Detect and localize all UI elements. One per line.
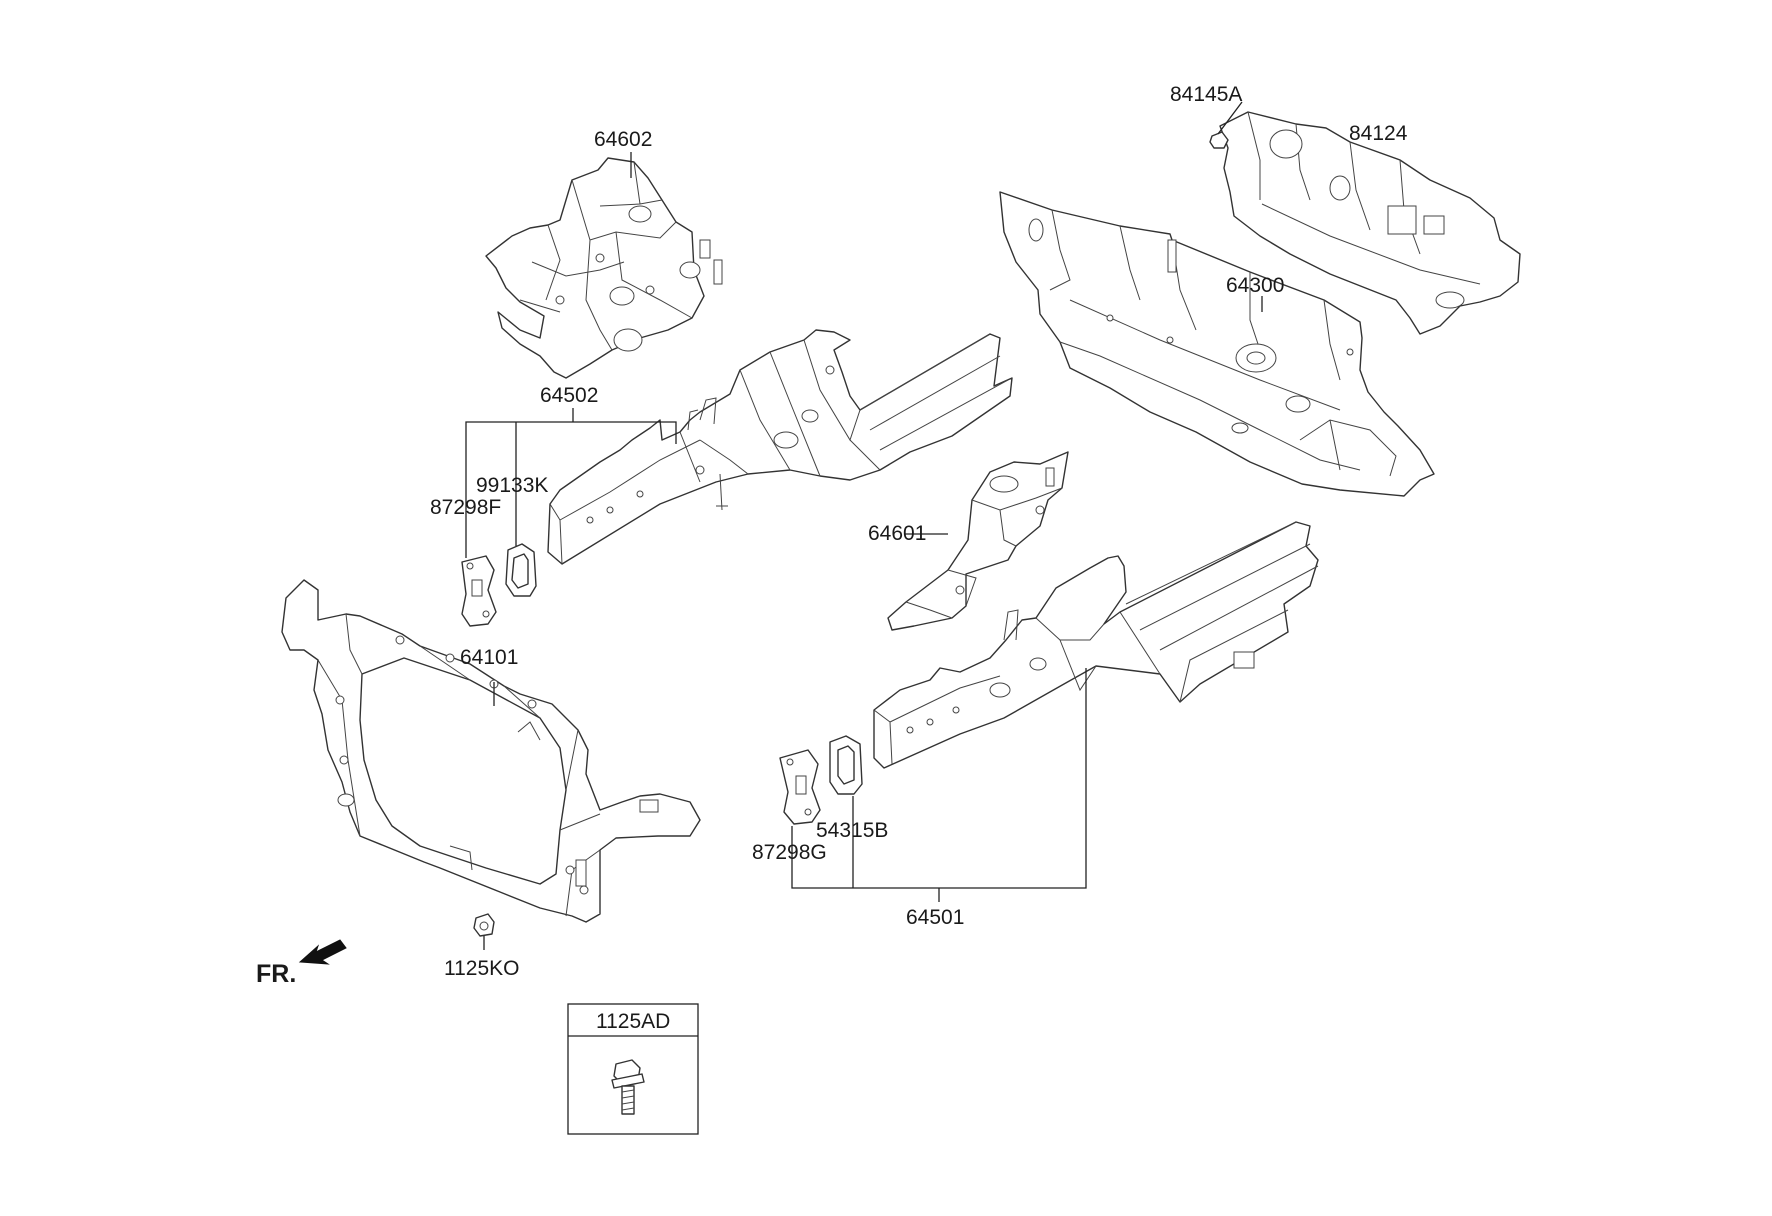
label-1125KO: 1125KO bbox=[444, 957, 520, 980]
label-64602: 64602 bbox=[594, 128, 652, 151]
label-64101: 64101 bbox=[460, 646, 518, 669]
label-64502: 64502 bbox=[540, 384, 598, 407]
label-87298F: 87298F bbox=[430, 496, 501, 519]
label-54315B: 54315B bbox=[816, 819, 888, 842]
front-direction-arrow-icon bbox=[298, 939, 347, 965]
part-64601-drawing bbox=[887, 451, 1069, 631]
direction-label-fr: FR. bbox=[256, 960, 296, 988]
leader-lines bbox=[465, 101, 1263, 950]
part-64300-drawing bbox=[999, 191, 1435, 497]
bolt-icon bbox=[611, 1059, 645, 1115]
part-84124-drawing bbox=[1219, 111, 1521, 335]
label-64300: 64300 bbox=[1226, 274, 1284, 297]
part-99133K-drawing bbox=[505, 543, 537, 597]
part-87298G-drawing bbox=[779, 749, 821, 825]
part-1125KO-drawing bbox=[473, 913, 495, 937]
part-64501-drawing bbox=[873, 521, 1319, 769]
label-87298G: 87298G bbox=[752, 841, 827, 864]
part-87298F-drawing bbox=[461, 555, 497, 627]
part-64101-drawing bbox=[281, 579, 701, 923]
part-84145A-drawing bbox=[1209, 131, 1229, 149]
label-99133K: 99133K bbox=[476, 474, 548, 497]
legend-box-1125AD: 1125AD bbox=[567, 1003, 699, 1135]
label-64501: 64501 bbox=[906, 906, 964, 929]
legend-box-label: 1125AD bbox=[596, 1010, 670, 1033]
part-64502-drawing bbox=[547, 329, 1013, 565]
part-64602-drawing bbox=[485, 157, 723, 379]
label-84124: 84124 bbox=[1349, 122, 1408, 145]
label-64601: 64601 bbox=[868, 522, 926, 545]
label-84145A: 84145A bbox=[1170, 83, 1242, 106]
part-54315B-drawing bbox=[829, 735, 863, 795]
